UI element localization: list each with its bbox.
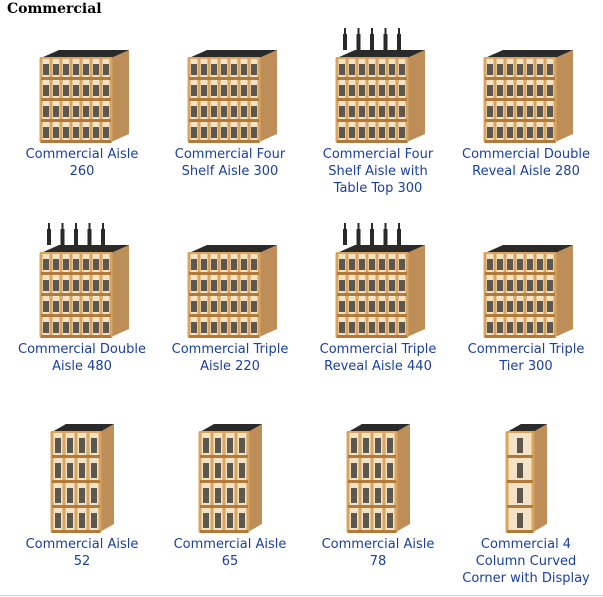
product-tile[interactable]: Commercial Aisle 65: [156, 416, 304, 570]
product-link-line: Commercial Aisle: [321, 537, 435, 552]
product-link-line: Column Curved: [475, 554, 577, 569]
wine-rack-image[interactable]: [466, 221, 586, 341]
product-link[interactable]: Commercial Aisle 78: [304, 536, 452, 570]
product-link-line: Commercial Four: [322, 147, 434, 162]
wine-rack-image[interactable]: [22, 221, 142, 341]
product-link-line: Aisle 220: [200, 359, 260, 374]
product-link-line: Shelf Aisle 300: [181, 164, 279, 179]
wine-rack-image[interactable]: [170, 26, 290, 146]
wine-rack-image[interactable]: [466, 26, 586, 146]
product-link[interactable]: Commercial Aisle 52: [8, 536, 156, 570]
wine-rack-image[interactable]: [318, 416, 438, 536]
product-link-line: 52: [73, 554, 91, 569]
product-link-line: Commercial Triple: [319, 342, 437, 357]
wine-rack-image[interactable]: [22, 416, 142, 536]
product-link-line: Commercial Double: [18, 342, 146, 357]
product-link-line: Commercial 4: [480, 537, 572, 552]
product-link-line: Reveal Aisle 440: [324, 359, 432, 374]
product-tile[interactable]: Commercial Aisle 78: [304, 416, 452, 570]
product-link-line: Commercial Aisle: [173, 537, 287, 552]
wine-rack-image[interactable]: [466, 416, 586, 536]
product-link-line: Tier 300: [499, 359, 553, 374]
wine-rack-image[interactable]: [170, 416, 290, 536]
product-link[interactable]: Commercial Aisle 260: [8, 146, 156, 180]
wine-rack-image[interactable]: [170, 221, 290, 341]
wine-rack-image[interactable]: [318, 221, 438, 341]
product-link-line: Shelf Aisle with: [328, 164, 428, 179]
section-heading: Commercial: [7, 1, 102, 17]
product-tile[interactable]: Commercial Aisle 260: [8, 26, 156, 180]
product-link-line: Commercial Aisle: [25, 147, 139, 162]
product-link-line: Commercial Triple: [171, 342, 289, 357]
product-link-line: 78: [369, 554, 387, 569]
product-link-line: Commercial Double: [462, 147, 590, 162]
product-link-line: Reveal Aisle 280: [472, 164, 580, 179]
wine-rack-image[interactable]: [318, 26, 438, 146]
product-link-line: Corner with Display: [462, 571, 590, 586]
product-link-line: Table Top 300: [333, 181, 423, 196]
product-link-line: 260: [69, 164, 95, 179]
product-link-line: 65: [221, 554, 239, 569]
product-link-line: Commercial Triple: [467, 342, 585, 357]
wine-rack-image[interactable]: [22, 26, 142, 146]
product-link-line: Commercial Aisle: [25, 537, 139, 552]
product-link-line: Commercial Four: [174, 147, 286, 162]
product-tile[interactable]: Commercial Aisle 52: [8, 416, 156, 570]
product-link[interactable]: Commercial Aisle 65: [156, 536, 304, 570]
divider: [0, 595, 603, 596]
product-link-line: Aisle 480: [52, 359, 112, 374]
